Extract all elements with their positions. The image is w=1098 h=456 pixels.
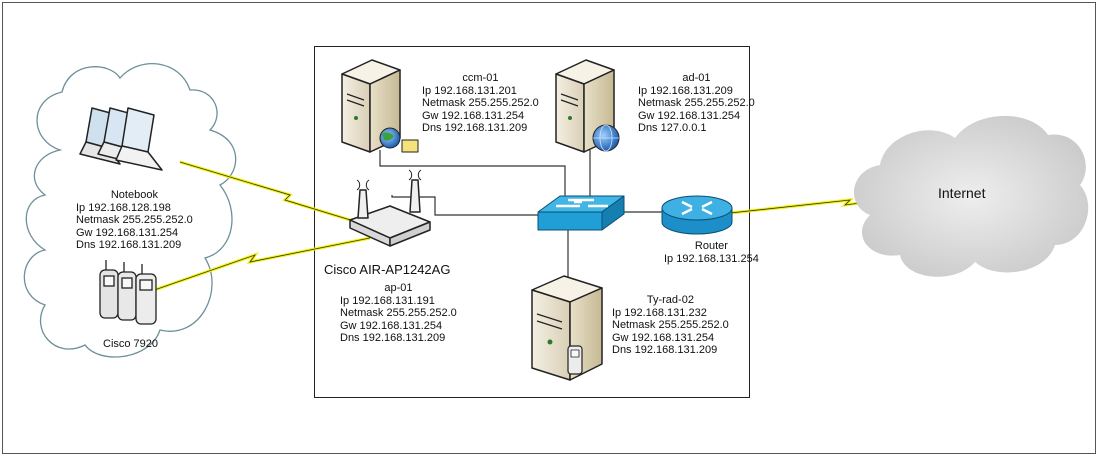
- wireless-links: [139, 160, 976, 297]
- notebook-label: Notebook Ip 192.168.128.198 Netmask 255.…: [76, 189, 193, 252]
- ap-01-name: ap-01: [384, 282, 413, 294]
- ad-01-ip: Ip 192.168.131.209: [638, 84, 733, 97]
- ad-01-name: ad-01: [682, 72, 711, 84]
- ap-model-label: Cisco AIR-AP1242AG: [324, 262, 451, 277]
- ty-rad-02-label: Ty-rad-02 Ip 192.168.131.232 Netmask 255…: [612, 294, 729, 357]
- ty-rad-02-netmask: Netmask 255.255.252.0: [612, 319, 729, 331]
- switch-icon: [537, 195, 625, 231]
- notebook-gateway: Gw 192.168.131.254: [76, 226, 179, 239]
- client-cloud: [23, 63, 237, 358]
- ccm-01-netmask: Netmask 255.255.252.0: [422, 97, 539, 109]
- ty-rad-02-ip: Ip 192.168.131.232: [612, 306, 707, 319]
- notebook-dns: Dns 192.168.131.209: [76, 239, 182, 251]
- phones-label: Cisco 7920: [103, 338, 158, 351]
- access-point-icon: [349, 169, 431, 247]
- ap-01-netmask: Netmask 255.255.252.0: [340, 307, 457, 319]
- notebook-name: Notebook: [110, 189, 158, 201]
- ccm-server-icon: [341, 59, 419, 153]
- notebook-ip: Ip 192.168.128.198: [76, 201, 171, 214]
- ap-01-dns: Dns 192.168.131.209: [340, 332, 446, 344]
- ad-server-icon: [555, 59, 620, 153]
- internet-cloud: [853, 115, 1089, 277]
- ccm-01-ip: Ip 192.168.131.201: [422, 84, 517, 97]
- ty-rad-02-dns: Dns 192.168.131.209: [612, 344, 718, 356]
- ccm-01-name: ccm-01: [462, 72, 499, 84]
- ccm-01-gateway: Gw 192.168.131.254: [422, 109, 525, 122]
- link-ccm-switch: [379, 150, 566, 200]
- internet-label: Internet: [938, 185, 986, 201]
- ad-01-dns: Dns 127.0.0.1: [638, 122, 707, 134]
- ap-01-gateway: Gw 192.168.131.254: [340, 319, 443, 332]
- ap-01-label: ap-01 Ip 192.168.131.191 Netmask 255.255…: [340, 282, 457, 345]
- router-label: Router Ip 192.168.131.254: [664, 240, 759, 265]
- ty-rad-02-gateway: Gw 192.168.131.254: [612, 331, 715, 344]
- notebook-icon: [79, 107, 163, 171]
- phones-name: Cisco 7920: [103, 338, 159, 350]
- lan-boundary: [314, 46, 750, 398]
- ccm-01-dns: Dns 192.168.131.209: [422, 122, 528, 134]
- router-ip: Ip 192.168.131.254: [664, 252, 759, 265]
- ty-rad-02-name: Ty-rad-02: [646, 294, 694, 306]
- ad-01-gateway: Gw 192.168.131.254: [638, 109, 741, 122]
- router-icon: [661, 195, 733, 235]
- ad-01-label: ad-01 Ip 192.168.131.209 Netmask 255.255…: [638, 72, 755, 135]
- router-name: Router: [694, 240, 728, 252]
- phones-icon: [99, 260, 157, 325]
- ad-01-netmask: Netmask 255.255.252.0: [638, 97, 755, 109]
- ap-01-ip: Ip 192.168.131.191: [340, 294, 435, 307]
- radius-server-icon: [531, 275, 603, 381]
- notebook-netmask: Netmask 255.255.252.0: [76, 214, 193, 226]
- ccm-01-label: ccm-01 Ip 192.168.131.201 Netmask 255.25…: [422, 72, 539, 135]
- link-ap-switch: [391, 195, 540, 216]
